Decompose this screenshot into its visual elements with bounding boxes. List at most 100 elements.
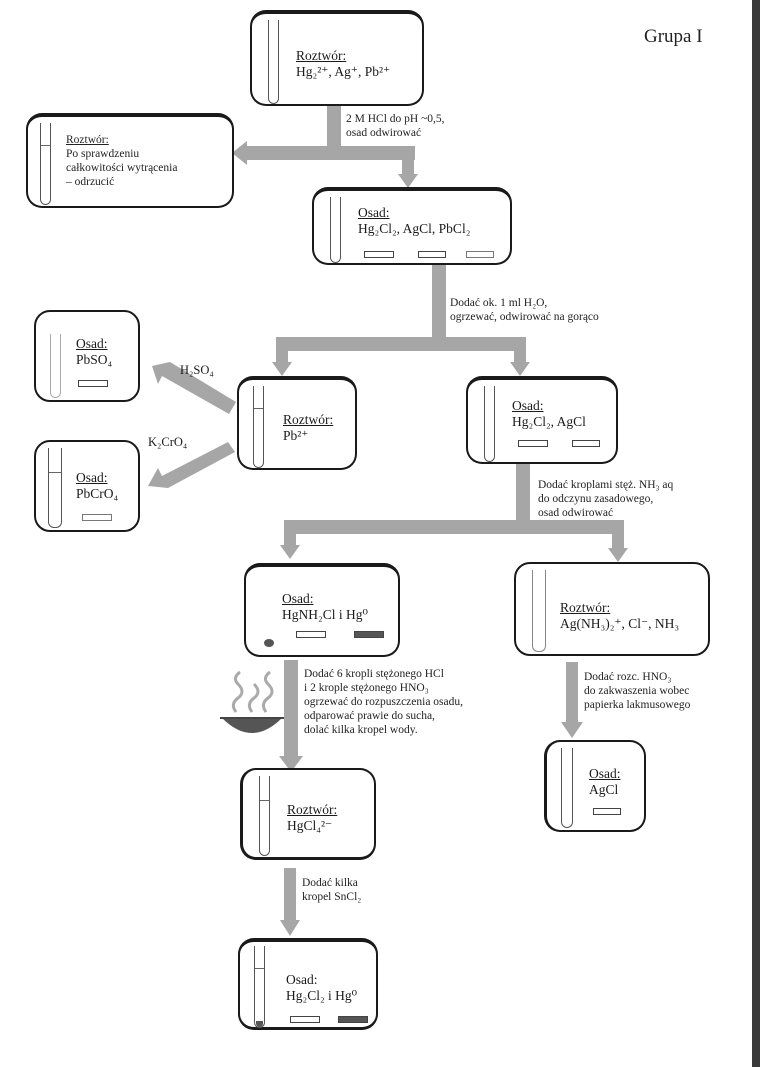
arrow-water-left-stem: [276, 337, 288, 365]
discard-note-3: – odrzucić: [66, 176, 115, 188]
test-tube-icon: [532, 570, 546, 652]
precipitate-swatch-agcl: [418, 251, 446, 258]
mercury-droplet-icon: [264, 639, 274, 647]
box-precipitate-hg2cl2-agcl: Osad: Hg₂Cl₂, AgCl: [466, 376, 618, 464]
precipitate-swatch-hg2cl2: [518, 440, 548, 447]
group-title: Grupa I: [644, 26, 703, 47]
arrow-hno3-stem: [566, 662, 578, 724]
test-tube-icon: [40, 123, 51, 205]
precipitate-list: Hg₂Cl₂, AgCl: [512, 414, 586, 429]
box-header: Roztwór:: [560, 600, 611, 615]
precipitate-list: HgNH₂Cl i Hg⁰: [282, 607, 368, 622]
step-water-line2: ogrzewać, odwirować na gorąco: [450, 311, 599, 323]
step-sncl2-line1: Dodać kilka: [302, 877, 358, 889]
precipitate-swatch-hg: [354, 631, 384, 638]
arrow-water-right-stem: [514, 337, 526, 365]
arrow-aqua-head: [279, 756, 303, 772]
arrow-hcl-stem: [327, 106, 341, 156]
step-aqua-line1: Dodać 6 kropli stężonego HCl: [304, 668, 444, 680]
step-aqua-line5: dolać kilka kropel wody.: [304, 724, 418, 736]
test-tube-icon: [330, 197, 341, 263]
precipitate-swatch-pbcro4: [82, 514, 112, 521]
arrow-nh3-left-stem: [284, 520, 296, 548]
box-header: Osad:: [358, 205, 390, 220]
arrow-water-right-head: [510, 362, 530, 376]
precipitate-list: Hg₂Cl₂ i Hg⁰: [286, 988, 358, 1003]
ion-list: Pb²⁺: [283, 428, 309, 443]
arrow-sncl2-stem: [284, 868, 296, 922]
ion-list: Ag(NH₃)₂⁺, Cl⁻, NH₃: [560, 616, 680, 631]
box-discard-solution: Roztwór: Po sprawdzeniu całkowitości wyt…: [26, 113, 234, 208]
box-lead-solution: Roztwór: Pb²⁺: [237, 376, 357, 470]
reagent-h2so4: H₂SO₄: [180, 363, 214, 377]
test-tube-icon: [561, 748, 573, 828]
step-hcl-line1: 2 M HCl do pH ~0,5,: [346, 113, 445, 125]
arrow-nh3-right-stem: [612, 520, 624, 550]
precipitate-swatch-hg2cl2: [364, 251, 394, 258]
arrow-water-left-head: [272, 362, 292, 376]
box-header: Osad:: [512, 398, 544, 413]
discard-note-2: całkowitości wytrącenia: [66, 162, 178, 174]
test-tube-icon: [484, 386, 495, 462]
arrow-hcl-right-head: [398, 174, 418, 188]
box-header: Osad:: [76, 470, 108, 485]
arrow-nh3-left-head: [280, 545, 300, 559]
box-header: Osad:: [589, 766, 621, 781]
box-header: Roztwór:: [283, 412, 334, 427]
precipitate-swatch-hg2cl2: [290, 1016, 320, 1023]
step-hno3-line1: Dodać rozc. HNO₃: [584, 671, 672, 683]
page-edge-bar: [752, 0, 760, 1067]
arrow-water-bar: [276, 337, 526, 351]
box-header: Osad:: [282, 591, 314, 606]
precipitate-swatch-hgnh2cl: [296, 631, 326, 638]
arrow-nh3-right-head: [608, 548, 628, 562]
precipitate-swatch-hg: [338, 1016, 368, 1023]
box-precipitate-pbcro4: Osad: PbCrO₄: [34, 440, 140, 532]
test-tube-icon: [259, 776, 270, 856]
step-hcl-line2: osad odwirować: [346, 127, 422, 139]
test-tube-icon: [253, 386, 264, 468]
evaporating-dish-icon: [220, 670, 284, 733]
arrow-nh3-stem: [516, 462, 530, 532]
precipitate-list: Hg₂Cl₂, AgCl, PbCl₂: [358, 221, 471, 236]
step-nh3-line2: do odczynu zasadowego,: [538, 493, 654, 505]
precipitate-swatch-pbcl2: [466, 251, 494, 258]
arrow-nh3-bar: [284, 520, 624, 534]
arrow-hcl-bar: [245, 146, 415, 160]
box-header: Roztwór:: [287, 802, 338, 817]
arrow-k2cro4: [148, 442, 235, 488]
test-tube-icon: [50, 334, 61, 398]
ion-list: Hg₂²⁺, Ag⁺, Pb²⁺: [296, 64, 391, 79]
precipitate-swatch-pbso4: [78, 380, 108, 387]
box-precipitate-pbso4: Osad: PbSO₄: [34, 310, 140, 402]
precipitate-name: PbSO₄: [76, 352, 113, 367]
box-start-solution: Roztwór: Hg₂²⁺, Ag⁺, Pb²⁺: [250, 10, 424, 106]
arrow-aqua-stem: [284, 660, 298, 760]
arrow-hcl-left-head: [232, 141, 247, 165]
precipitate-swatch-agcl: [572, 440, 600, 447]
box-header: Roztwór:: [66, 134, 109, 146]
step-nh3-line1: Dodać kroplami stęż. NH₃ aq: [538, 479, 674, 491]
step-sncl2-line2: kropel SnCl₂: [302, 891, 362, 903]
step-aqua-line3: ogrzewać do rozpuszczenia osadu,: [304, 696, 464, 708]
test-tube-icon: [268, 20, 279, 104]
discard-note-1: Po sprawdzeniu: [66, 148, 140, 160]
box-precipitate-final: Osad: Hg₂Cl₂ i Hg⁰: [238, 938, 378, 1030]
ion-list: HgCl₄²⁻: [287, 818, 333, 833]
test-tube-icon: [254, 946, 265, 1028]
box-silver-ammine-solution: Roztwór: Ag(NH₃)₂⁺, Cl⁻, NH₃: [514, 562, 710, 656]
box-header: Roztwór:: [296, 48, 347, 63]
arrow-h2so4: [152, 362, 236, 414]
step-nh3-line3: osad odwirować: [538, 507, 614, 519]
step-water-line1: Dodać ok. 1 ml H₂O,: [450, 297, 548, 309]
step-hno3-line2: do zakwaszenia wobec: [584, 685, 690, 697]
box-precipitate-chlorides: Osad: Hg₂Cl₂, AgCl, PbCl₂: [312, 187, 512, 265]
arrow-water-stem: [432, 265, 446, 350]
arrow-hno3-head: [561, 722, 583, 738]
box-tetrachloromercurate-solution: Roztwór: HgCl₄²⁻: [240, 768, 376, 860]
box-precipitate-agcl: Osad: AgCl: [544, 740, 646, 832]
step-aqua-line4: odparować prawie do sucha,: [304, 710, 435, 722]
step-aqua-line2: i 2 krople stężonego HNO₃: [304, 682, 429, 694]
box-header: Osad:: [286, 972, 318, 987]
